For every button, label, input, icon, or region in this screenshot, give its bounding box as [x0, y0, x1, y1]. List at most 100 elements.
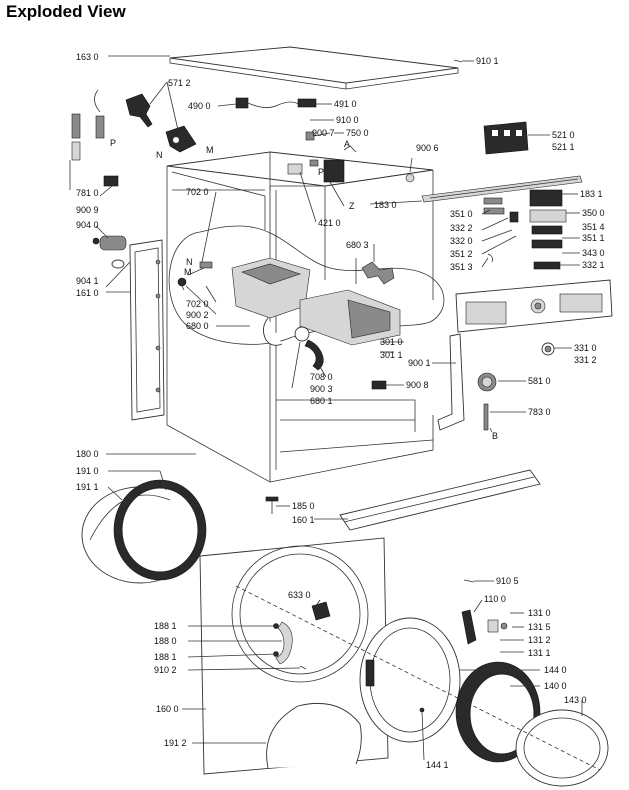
part-label-1610: 161 0: [76, 288, 99, 298]
filter-part[interactable]: [287, 131, 357, 183]
part-label-B: B: [492, 431, 498, 441]
part-label-3500: 350 0: [582, 208, 605, 218]
part-label-9002: 900 2: [186, 310, 209, 320]
part-label-1881b: 188 1: [154, 652, 177, 662]
part-label-1441: 144 1: [426, 760, 449, 770]
screw-9002-part[interactable]: [177, 277, 187, 287]
electronic-module-part[interactable]: [483, 189, 567, 270]
part-label-4910: 491 0: [334, 99, 357, 109]
part-label-9102: 910 2: [154, 665, 177, 675]
wiring-harness-part[interactable]: [235, 97, 317, 109]
detergent-drawer-part[interactable]: [299, 289, 401, 346]
part-label-P2: P: [318, 167, 324, 177]
part-label-1440: 144 0: [544, 665, 567, 675]
door-outer-ring-part[interactable]: [515, 709, 609, 787]
part-label-3511: 351 1: [582, 233, 605, 243]
part-label-3312: 331 2: [574, 355, 597, 365]
part-label-7810: 781 0: [76, 188, 99, 198]
door-gasket-part[interactable]: [81, 479, 207, 584]
left-small-parts[interactable]: [71, 89, 127, 269]
part-label-1881a: 188 1: [154, 621, 177, 631]
part-label-9009: 900 9: [76, 205, 99, 215]
door-lock-633-part[interactable]: [311, 601, 331, 621]
part-label-4210: 421 0: [318, 218, 341, 228]
part-label-6800: 680 0: [186, 321, 209, 331]
part-label-6803: 680 3: [346, 240, 369, 250]
part-label-1600: 160 0: [156, 704, 179, 714]
spring-702-part[interactable]: [199, 261, 213, 269]
door-handle-part[interactable]: [461, 609, 477, 645]
part-label-1430: 143 0: [564, 695, 587, 705]
part-label-9101: 910 1: [476, 56, 499, 66]
part-label-1312: 131 2: [528, 635, 551, 645]
part-label-1800: 180 0: [76, 449, 99, 459]
side-panel-part[interactable]: [129, 239, 165, 421]
part-label-N2: N: [186, 257, 193, 267]
part-label-6330: 633 0: [288, 590, 311, 600]
part-label-1912: 191 2: [164, 738, 187, 748]
part-label-1831: 183 1: [580, 189, 603, 199]
part-label-Z: Z: [349, 201, 355, 211]
part-label-5810: 581 0: [528, 376, 551, 386]
control-board-part[interactable]: [483, 121, 529, 155]
part-label-N1: N: [156, 150, 163, 160]
part-label-1850: 185 0: [292, 501, 315, 511]
cabinet-body-part: [166, 151, 434, 483]
dispenser-hose-part[interactable]: [294, 326, 324, 371]
part-label-7500: 750 0: [346, 128, 369, 138]
clip-part[interactable]: [355, 258, 395, 285]
part-label-3010: 301 0: [380, 337, 403, 347]
knob-part[interactable]: [477, 372, 497, 392]
leader-lines: [69, 55, 601, 771]
part-label-3321: 332 1: [582, 260, 605, 270]
clip-906-part[interactable]: [405, 173, 415, 183]
front-panel-part[interactable]: [199, 537, 389, 775]
control-panel-fascia-part[interactable]: [455, 279, 613, 333]
part-label-1100: 110 0: [484, 594, 506, 604]
latch-131-part[interactable]: [487, 619, 499, 633]
part-label-5211: 521 1: [552, 142, 575, 152]
top-panel-part[interactable]: [169, 46, 459, 90]
part-label-6801: 680 1: [310, 396, 333, 406]
door-lock-part[interactable]: [125, 93, 197, 153]
part-label-3320: 332 0: [450, 236, 473, 246]
shaft-part[interactable]: [483, 403, 489, 431]
part-label-1601: 160 1: [292, 515, 315, 525]
part-label-M1: M: [206, 145, 214, 155]
part-label-1630: 163 0: [76, 52, 99, 62]
part-label-M2: M: [184, 267, 192, 277]
part-label-3512: 351 2: [450, 249, 473, 259]
control-rail-part[interactable]: [421, 175, 583, 203]
part-label-1315: 131 5: [528, 622, 551, 632]
door-frame-part[interactable]: [359, 617, 461, 743]
part-label-9003: 900 3: [310, 384, 333, 394]
part-label-3322: 332 2: [450, 223, 473, 233]
part-label-1911: 191 1: [76, 482, 99, 492]
sensor-9008-part[interactable]: [371, 380, 387, 390]
bracket-9001-part[interactable]: [437, 333, 465, 431]
screw-9101-part[interactable]: [453, 59, 463, 63]
part-label-7080: 708 0: [310, 372, 333, 382]
part-label-3011: 301 1: [380, 350, 403, 360]
screw-1850-part[interactable]: [265, 496, 279, 514]
part-label-P1: P: [110, 138, 116, 148]
part-label-9105: 910 5: [496, 576, 519, 586]
part-label-5712: 571 2: [168, 78, 191, 88]
part-label-7020a: 702 0: [186, 187, 209, 197]
dispenser-housing-part[interactable]: [231, 257, 311, 346]
part-label-3310: 331 0: [574, 343, 597, 353]
part-label-9006: 900 6: [416, 143, 439, 153]
part-label-9001: 900 1: [408, 358, 431, 368]
screw-9105-part[interactable]: [463, 579, 475, 583]
part-label-1880: 188 0: [154, 636, 177, 646]
part-label-5210: 521 0: [552, 130, 575, 140]
part-label-3514: 351 4: [582, 222, 605, 232]
part-label-4900: 490 0: [188, 101, 211, 111]
part-label-7830: 783 0: [528, 407, 551, 417]
part-label-1830: 183 0: [374, 200, 397, 210]
part-label-7020b: 702 0: [186, 299, 209, 309]
part-label-3510: 351 0: [450, 209, 473, 219]
plinth-part[interactable]: [339, 469, 541, 531]
